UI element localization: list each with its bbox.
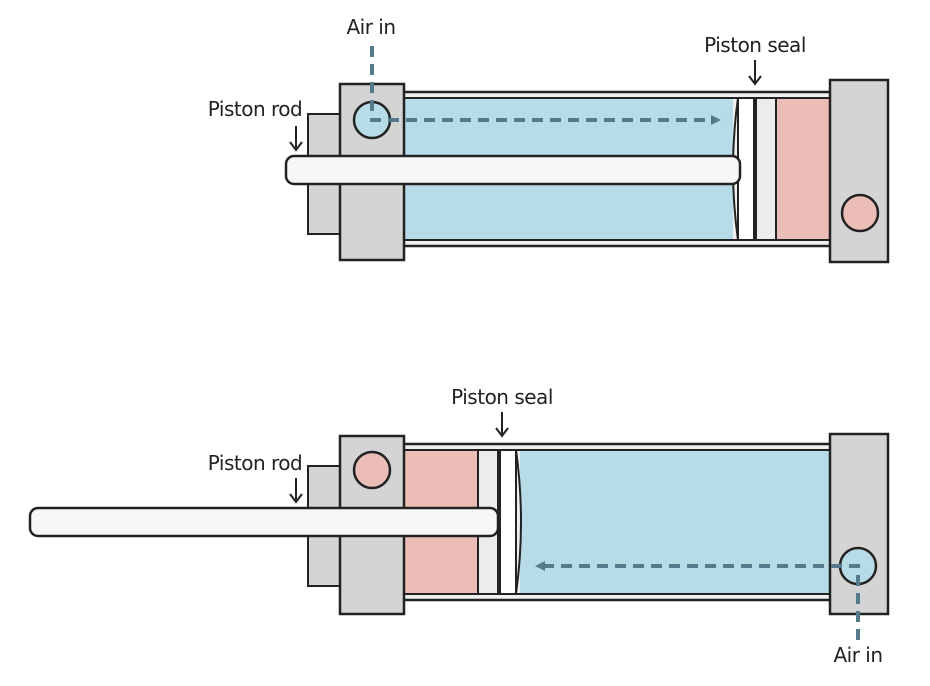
- rear-end-cap: [828, 432, 890, 616]
- air-in-label: Air in: [346, 15, 395, 39]
- cylinder-extending: Air in Piston seal Piston rod: [208, 15, 890, 264]
- cylinder-retracting: Piston seal Piston rod Air in: [28, 385, 890, 667]
- piston-seal-pointer: [495, 412, 509, 438]
- piston-rod-label: Piston rod: [208, 97, 302, 121]
- piston-rod-pointer: [289, 478, 303, 504]
- outlet-port: [840, 193, 880, 233]
- piston-rod-pointer: [289, 126, 303, 152]
- piston-rod: [284, 154, 742, 186]
- piston-seal-pointer: [748, 60, 762, 86]
- piston-seal-label: Piston seal: [704, 33, 806, 57]
- outlet-port: [352, 450, 392, 490]
- exhaust-chamber: [776, 98, 830, 240]
- air-chamber: [520, 450, 830, 594]
- air-flow-arrow: [535, 561, 860, 640]
- air-in-label: Air in: [833, 643, 882, 667]
- rear-end-cap: [828, 78, 890, 264]
- piston-rod-label: Piston rod: [208, 451, 302, 475]
- piston-seal-label: Piston seal: [451, 385, 553, 409]
- air-flow-arrow: [370, 46, 721, 125]
- piston-rod: [28, 506, 500, 538]
